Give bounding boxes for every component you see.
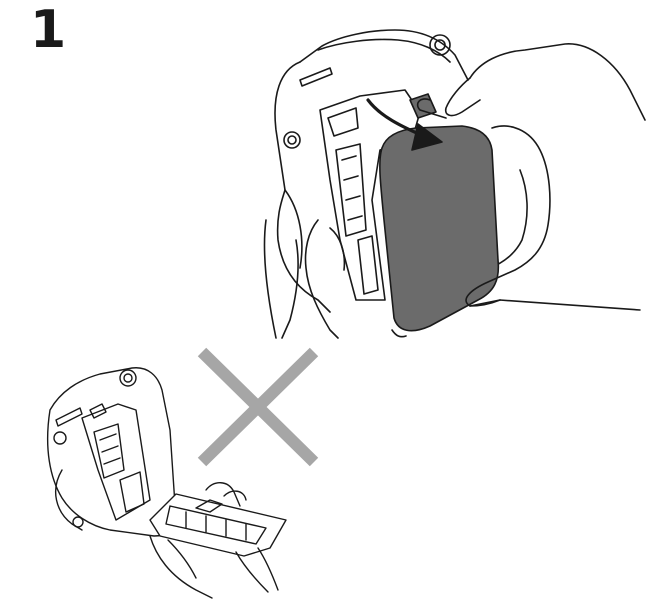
- camera-open-film-door-hands-icon: [263, 29, 646, 339]
- camera-open-back-fully-icon: [46, 367, 287, 599]
- cross-mark-icon: [197, 347, 319, 467]
- step-number: 1: [30, 0, 67, 60]
